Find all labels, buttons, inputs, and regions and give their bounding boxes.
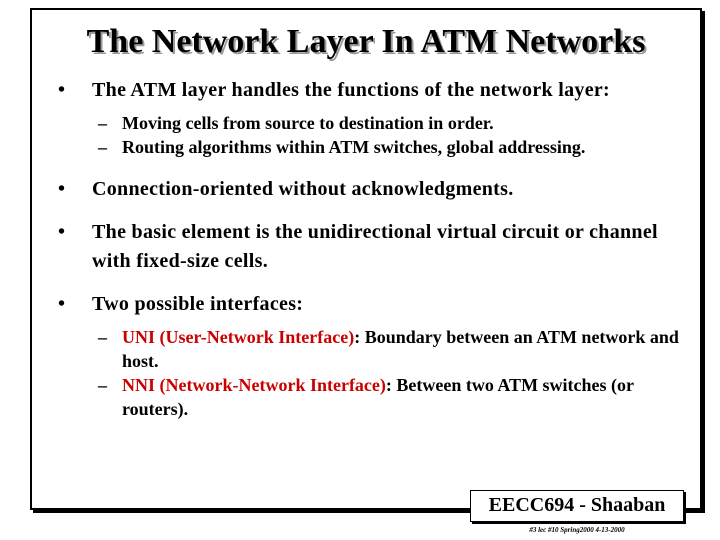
- bullet-text: Two possible interfaces:: [92, 293, 304, 315]
- sub-dash: –: [98, 375, 107, 395]
- bullet-item: • The basic element is the unidirectiona…: [58, 218, 688, 276]
- bullet-text: Connection-oriented without acknowledgme…: [92, 178, 514, 200]
- bullet-item: • Two possible interfaces:: [58, 290, 688, 319]
- interface-desc: : Between two ATM switches (or routers).: [122, 375, 634, 419]
- sub-item: – NNI (Network-Network Interface): Betwe…: [58, 373, 688, 421]
- interface-term: UNI (User-Network Interface): [122, 327, 355, 347]
- interface-desc: : Boundary between an ATM network and ho…: [122, 327, 679, 371]
- bullet-dot: •: [58, 178, 66, 200]
- slide-title: The Network Layer In ATM Networks: [86, 23, 646, 60]
- sub-item: – UNI (User-Network Interface): Boundary…: [58, 325, 688, 373]
- sub-text: Moving cells from source to destination …: [122, 113, 494, 133]
- bullet-dot: •: [58, 79, 66, 101]
- sub-text: Routing algorithms within ATM switches, …: [122, 137, 586, 157]
- footer-note: #3 lec #10 Spring2000 4-13-2000: [529, 526, 625, 534]
- footer-label: EECC694 - Shaaban: [470, 490, 684, 522]
- bullet-dot: •: [58, 293, 66, 315]
- interface-term: NNI (Network-Network Interface): [122, 375, 386, 395]
- sub-dash: –: [98, 137, 107, 157]
- bullet-text: The basic element is the unidirectional …: [92, 221, 658, 272]
- slide-frame: [30, 8, 702, 510]
- bullet-text: The ATM layer handles the functions of t…: [92, 79, 611, 101]
- sub-dash: –: [98, 327, 107, 347]
- bullet-dot: •: [58, 221, 66, 243]
- bullet-item: • The ATM layer handles the functions of…: [58, 76, 688, 105]
- sub-item: – Moving cells from source to destinatio…: [58, 111, 688, 135]
- sub-dash: –: [98, 113, 107, 133]
- bullet-item: • Connection-oriented without acknowledg…: [58, 175, 688, 204]
- slide-content: • The ATM layer handles the functions of…: [58, 76, 688, 421]
- sub-item: – Routing algorithms within ATM switches…: [58, 135, 688, 159]
